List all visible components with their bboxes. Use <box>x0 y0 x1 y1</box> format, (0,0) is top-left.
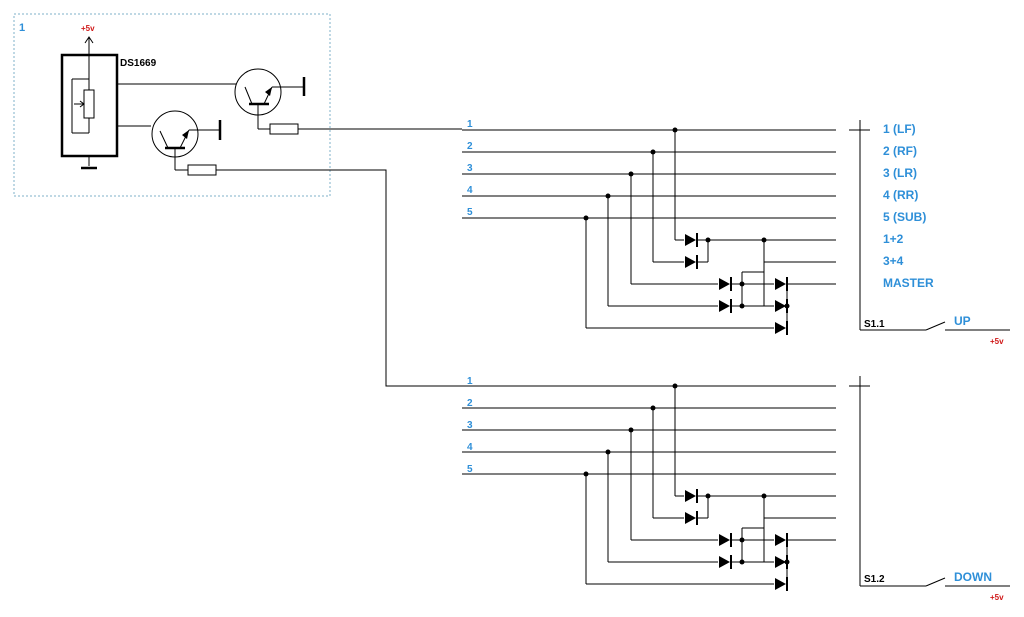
up-diode-4-body <box>719 300 730 312</box>
wire-down-feed <box>216 169 462 387</box>
channel-label-rr: 4 (RR) <box>883 188 918 202</box>
supply-label-down: +5v <box>990 593 1004 602</box>
bank-down-line-5: 5 <box>467 464 473 475</box>
down-diode-m3-body <box>775 578 786 590</box>
supply-label-up: +5v <box>990 337 1004 346</box>
channel-label-3-4: 3+4 <box>883 254 904 268</box>
up-diode-3 <box>719 277 732 291</box>
down-switch-blade <box>925 577 946 587</box>
up-diode-1-body <box>685 234 696 246</box>
down-diode-m3 <box>775 577 788 591</box>
channel-label-rf: 2 (RF) <box>883 144 917 158</box>
channel-labels: 1 (LF) 2 (RF) 3 (LR) 4 (RR) 5 (SUB) 1+2 … <box>883 122 934 290</box>
down-diode-2 <box>685 511 698 525</box>
up-diode-m3 <box>775 321 788 335</box>
down-diode-m1-body <box>775 534 786 546</box>
bank-up-line-numbers: 1 2 3 4 5 <box>467 119 473 218</box>
down-node-3-4 <box>761 493 767 499</box>
up-diode-4 <box>719 299 732 313</box>
up-diode-2-body <box>685 256 696 268</box>
up-diode-m3-body <box>775 322 786 334</box>
down-diode-2-body <box>685 512 696 524</box>
up-diode-1 <box>685 233 698 247</box>
channel-label-sub: 5 (SUB) <box>883 210 926 224</box>
up-diode-m2-body <box>775 300 786 312</box>
transistor-upper <box>117 68 306 135</box>
down-node-1-2 <box>705 493 711 499</box>
ds1669-chip <box>60 53 119 170</box>
down-diode-m1 <box>775 533 788 547</box>
up-switch-blade <box>925 321 946 331</box>
down-diode-4 <box>719 555 732 569</box>
down-diode-3-body <box>719 534 730 546</box>
bank-up <box>462 120 1010 335</box>
bank-up-line-4: 4 <box>467 185 473 196</box>
down-diode-3 <box>719 533 732 547</box>
channel-label-1-2: 1+2 <box>883 232 904 246</box>
up-diode-m1 <box>775 277 788 291</box>
chip-label: DS1669 <box>120 58 157 69</box>
bank-up-line-2: 2 <box>467 141 473 152</box>
bank-down-line-3: 3 <box>467 420 473 431</box>
action-label-up: UP <box>954 314 971 328</box>
bank-down-line-1: 1 <box>467 376 473 387</box>
up-node-m <box>784 303 790 309</box>
switch-label-down: S1.2 <box>864 574 885 585</box>
bank-down <box>462 376 1010 591</box>
down-diode-m2-body <box>775 556 786 568</box>
channel-label-lf: 1 (LF) <box>883 122 916 136</box>
bank-down-line-4: 4 <box>467 442 473 453</box>
bank-up-line-5: 5 <box>467 207 473 218</box>
up-diode-m1-body <box>775 278 786 290</box>
bank-down-line-numbers: 1 2 3 4 5 <box>467 376 473 475</box>
transistor-lower <box>117 110 222 176</box>
bank-up-line-1: 1 <box>467 119 473 130</box>
bank-up-line-3: 3 <box>467 163 473 174</box>
up-node-3-4 <box>761 237 767 243</box>
switch-label-up: S1.1 <box>864 319 885 330</box>
action-label-down: DOWN <box>954 570 992 584</box>
channel-label-master: MASTER <box>883 276 934 290</box>
up-node-1-2 <box>705 237 711 243</box>
up-diode-2 <box>685 255 698 269</box>
channel-label-lr: 3 (LR) <box>883 166 917 180</box>
module-supply-label: +5v <box>81 24 95 33</box>
module-number: 1 <box>19 22 25 34</box>
bank-down-line-2: 2 <box>467 398 473 409</box>
supply-arrow <box>84 36 94 55</box>
module-boundary <box>13 13 331 197</box>
down-node-m <box>784 559 790 565</box>
down-diode-1-body <box>685 490 696 502</box>
up-diode-3-body <box>719 278 730 290</box>
down-diode-4-body <box>719 556 730 568</box>
down-diode-1 <box>685 489 698 503</box>
